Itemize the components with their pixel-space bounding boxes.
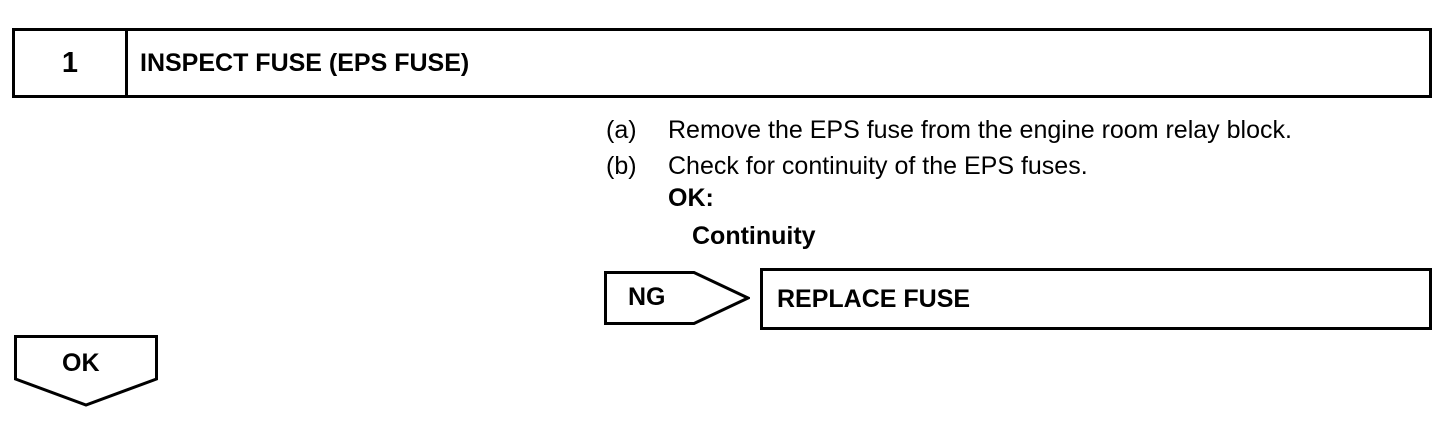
instruction-item: (b) Check for continuity of the EPS fuse… [606,148,1446,184]
instruction-text: Check for continuity of the EPS fuses. [668,152,1088,180]
instruction-item: (a) Remove the EPS fuse from the engine … [606,112,1446,148]
replace-fuse-box: REPLACE FUSE [760,268,1432,330]
step-title: INSPECT FUSE (EPS FUSE) [140,48,470,77]
ng-arrow-icon [604,271,750,325]
ok-arrow-icon [14,335,158,407]
instruction-marker: (b) [606,152,637,180]
instruction-marker: (a) [606,116,637,144]
instruction-list: (a) Remove the EPS fuse from the engine … [606,112,1446,184]
step-header: 1 INSPECT FUSE (EPS FUSE) [12,28,1432,98]
spec-value: Continuity [692,222,816,250]
spec-label: OK: [668,184,714,212]
instruction-text: Remove the EPS fuse from the engine room… [668,116,1292,144]
ok-label: OK [62,349,100,377]
ng-label: NG [628,283,666,311]
step-number: 1 [15,31,128,95]
